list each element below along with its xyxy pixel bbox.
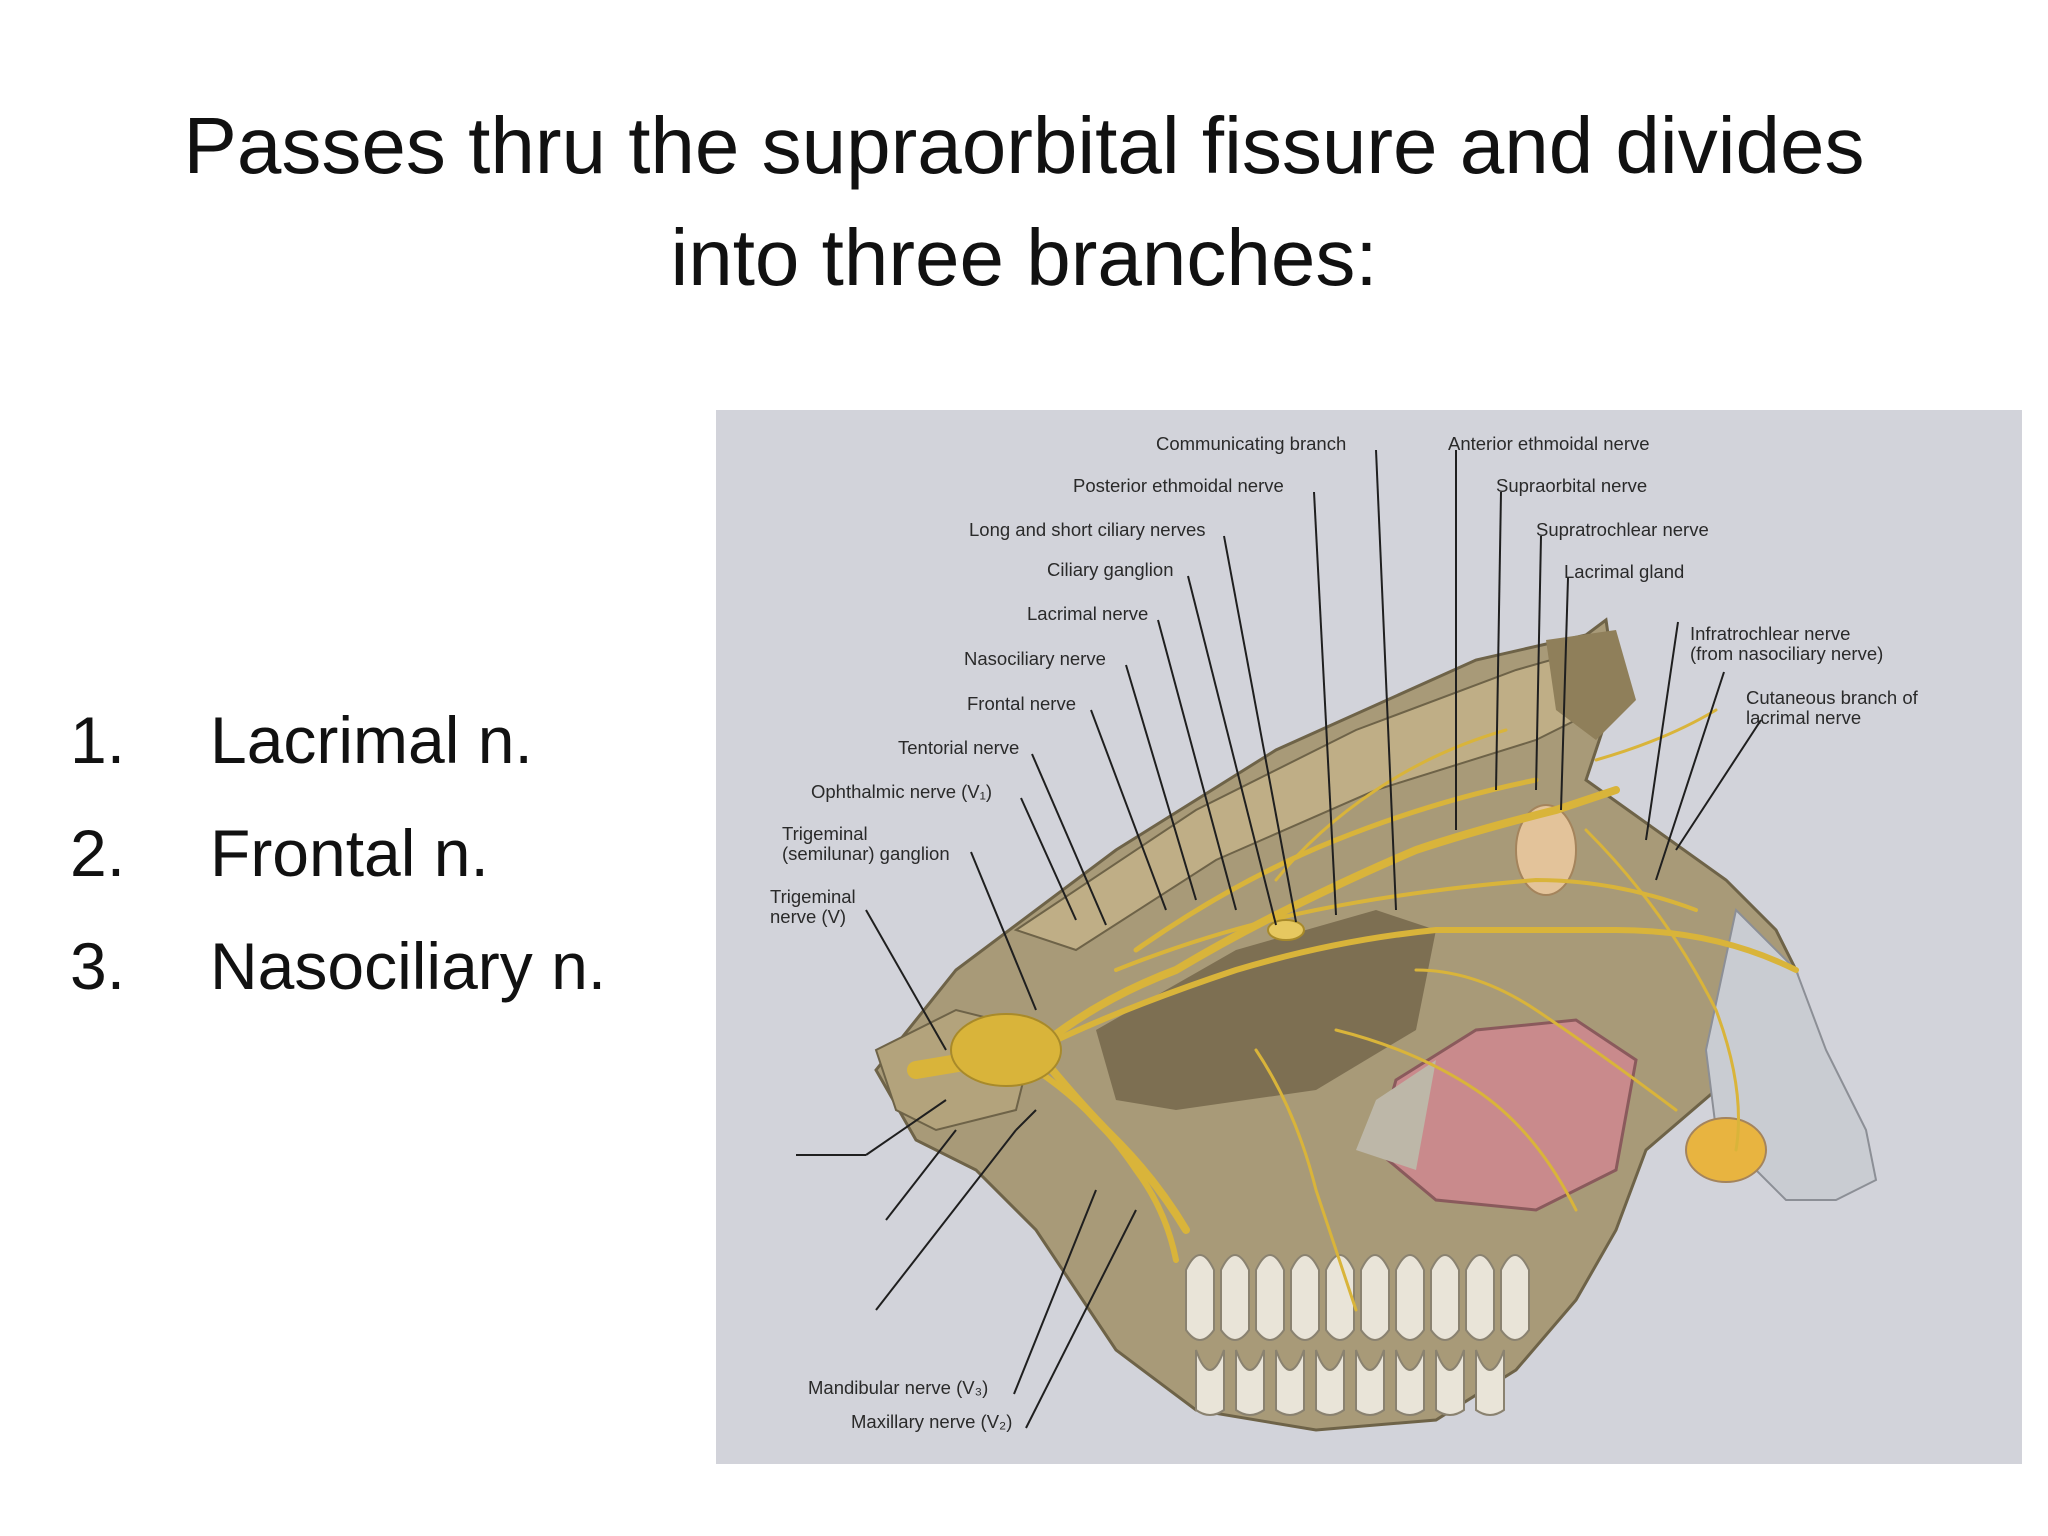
anatomy-illustration: Communicating branch Posterior ethmoidal… xyxy=(770,433,1919,1432)
label-cutaneous-branch-1: Cutaneous branch of xyxy=(1746,687,1919,708)
label-ciliary-ganglion: Ciliary ganglion xyxy=(1047,559,1173,580)
label-anterior-ethmoidal: Anterior ethmoidal nerve xyxy=(1448,433,1650,454)
label-trigeminal-ganglion-1: Trigeminal xyxy=(782,823,868,844)
list-text: Frontal n. xyxy=(210,816,489,890)
label-supraorbital-nerve: Supraorbital nerve xyxy=(1496,475,1647,496)
label-mandibular-nerve: Mandibular nerve (V₃) xyxy=(808,1377,988,1398)
list-text: Lacrimal n. xyxy=(210,703,533,777)
label-nasociliary-nerve: Nasociliary nerve xyxy=(964,648,1106,669)
anatomy-figure: Communicating branch Posterior ethmoidal… xyxy=(716,410,2022,1464)
label-posterior-ethmoidal: Posterior ethmoidal nerve xyxy=(1073,475,1284,496)
title-line-2: into three branches: xyxy=(670,213,1378,302)
label-long-short-ciliary: Long and short ciliary nerves xyxy=(969,519,1206,540)
ciliary-ganglion xyxy=(1267,919,1305,941)
label-trigeminal-nerve-1: Trigeminal xyxy=(770,886,856,907)
label-maxillary-nerve: Maxillary nerve (V₂) xyxy=(851,1411,1012,1432)
label-communicating-branch: Communicating branch xyxy=(1156,433,1346,454)
label-lacrimal-nerve: Lacrimal nerve xyxy=(1027,603,1148,624)
list-number: 1. xyxy=(70,703,126,777)
figure-labels: Communicating branch Posterior ethmoidal… xyxy=(770,433,1919,1432)
label-ophthalmic-nerve: Ophthalmic nerve (V₁) xyxy=(811,781,992,802)
label-infratrochlear-1: Infratrochlear nerve xyxy=(1690,623,1850,644)
list-text: Nasociliary n. xyxy=(210,929,607,1003)
skull-bone xyxy=(874,617,1808,1432)
label-infratrochlear-2: (from nasociliary nerve) xyxy=(1690,643,1883,664)
label-supratrochlear-nerve: Supratrochlear nerve xyxy=(1536,519,1709,540)
label-cutaneous-branch-2: lacrimal nerve xyxy=(1746,707,1861,728)
label-trigeminal-ganglion-2: (semilunar) ganglion xyxy=(782,843,950,864)
slide-title: Passes thru the supraorbital fissure and… xyxy=(60,90,1988,314)
list-number: 3. xyxy=(70,929,126,1003)
trigeminal-ganglion xyxy=(950,1013,1062,1087)
title-line-1: Passes thru the supraorbital fissure and… xyxy=(183,101,1865,190)
lacrimal-gland-shape xyxy=(1515,804,1767,1183)
label-tentorial-nerve: Tentorial nerve xyxy=(898,737,1019,758)
label-lacrimal-gland: Lacrimal gland xyxy=(1564,561,1684,582)
label-frontal-nerve: Frontal nerve xyxy=(967,693,1076,714)
list-number: 2. xyxy=(70,816,126,890)
label-trigeminal-nerve-2: nerve (V) xyxy=(770,906,846,927)
teeth xyxy=(1185,1254,1530,1416)
leader-lines xyxy=(796,449,1762,1429)
